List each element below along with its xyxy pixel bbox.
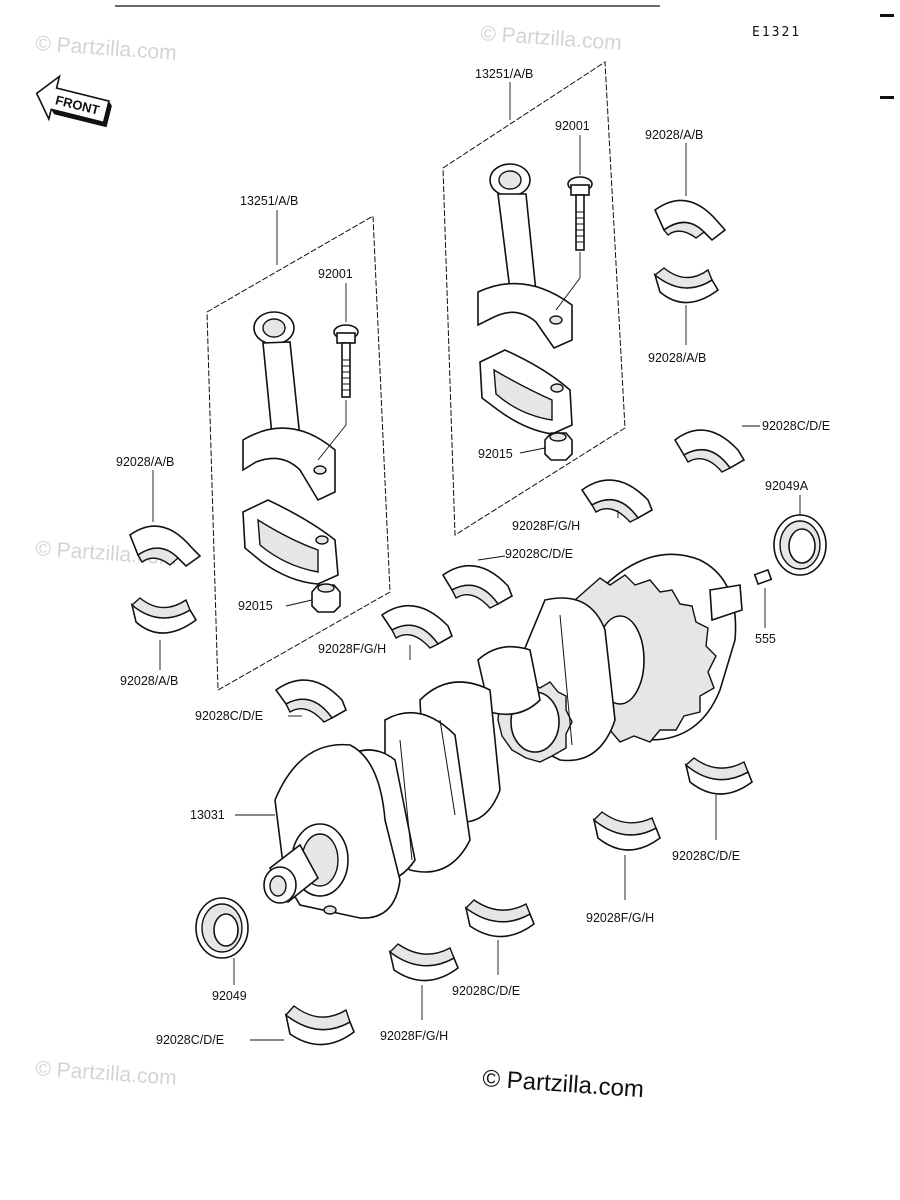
label-bearing-ab-right-top: 92028/A/B xyxy=(645,128,703,142)
rod-cap-right xyxy=(479,349,573,435)
bearing-cde-mid xyxy=(441,565,514,609)
label-seal-left: 92049 xyxy=(212,989,247,1003)
bearing-fgh-upper xyxy=(580,479,654,523)
dowel-pin xyxy=(753,568,773,586)
oil-seal-right xyxy=(773,514,827,576)
copyright-text: © Partzilla.com xyxy=(482,1065,645,1103)
oil-seal-left xyxy=(195,897,249,959)
label-rod-left: 13251/A/B xyxy=(240,194,298,208)
label-seal-right: 92049A xyxy=(765,479,809,493)
label-bearing-fgh-lower: 92028F/G/H xyxy=(586,911,654,925)
watermark-top-left: © Partzilla.com xyxy=(35,32,178,65)
label-bearing-ab-right-bottom: 92028/A/B xyxy=(648,351,706,365)
watermark-top-center: © Partzilla.com xyxy=(480,22,623,55)
reference-code: E1321 xyxy=(752,25,801,40)
label-bearing-ab-left-top: 92028/A/B xyxy=(116,455,174,469)
label-bolt-left: 92001 xyxy=(318,267,353,281)
margin-mark-bottom xyxy=(880,96,894,99)
bearing-ab-right-top xyxy=(654,199,727,242)
label-nut-right: 92015 xyxy=(478,447,513,461)
margin-mark-top xyxy=(880,14,894,17)
bearing-cde-left xyxy=(274,679,348,723)
bearing-ab-left-top xyxy=(129,525,202,568)
crankshaft xyxy=(263,553,743,919)
label-bearing-cde-lower-right: 92028C/D/E xyxy=(672,849,740,863)
bearing-cde-bottom xyxy=(284,1005,355,1046)
bearing-fgh-lower xyxy=(592,811,661,851)
rod-group-left-frame xyxy=(206,215,391,691)
label-bearing-cde-mid: 92028C/D/E xyxy=(505,547,573,561)
bolt-left xyxy=(333,324,359,398)
bearing-fgh-bottom xyxy=(388,943,459,982)
label-nut-left: 92015 xyxy=(238,599,273,613)
label-bearing-cde-bottom: 92028C/D/E xyxy=(156,1033,224,1047)
connecting-rod-right xyxy=(477,163,573,350)
label-bearing-fgh-mid: 92028F/G/H xyxy=(318,642,386,656)
label-bearing-cde-lower-mid: 92028C/D/E xyxy=(452,984,520,998)
bearing-ab-right-bottom xyxy=(653,267,720,304)
bearing-fgh-mid xyxy=(380,605,454,649)
bolt-right xyxy=(567,176,593,251)
label-crankshaft: 13031 xyxy=(190,808,225,822)
rod-cap-left xyxy=(242,499,339,585)
rod-group-right-frame xyxy=(442,61,626,536)
bearing-ab-left-bottom xyxy=(130,597,198,634)
nut-right xyxy=(544,432,573,461)
label-bearing-fgh-bottom: 92028F/G/H xyxy=(380,1029,448,1043)
label-pin: 555 xyxy=(755,632,776,646)
label-bearing-cde-right: 92028C/D/E xyxy=(762,419,830,433)
nut-left xyxy=(311,583,341,613)
label-bearing-fgh-upper: 92028F/G/H xyxy=(512,519,580,533)
label-bearing-cde-left: 92028C/D/E xyxy=(195,709,263,723)
label-bearing-ab-left-bottom: 92028/A/B xyxy=(120,674,178,688)
label-bolt-right: 92001 xyxy=(555,119,590,133)
bearing-cde-lower-mid xyxy=(464,899,535,938)
bearing-cde-lower-right xyxy=(684,757,753,795)
bearing-cde-right xyxy=(673,429,746,473)
connecting-rod-left xyxy=(242,311,336,502)
front-arrow-icon: FRONT xyxy=(35,74,112,128)
label-rod-right: 13251/A/B xyxy=(475,67,533,81)
watermark-bottom-left: © Partzilla.com xyxy=(35,1057,178,1090)
